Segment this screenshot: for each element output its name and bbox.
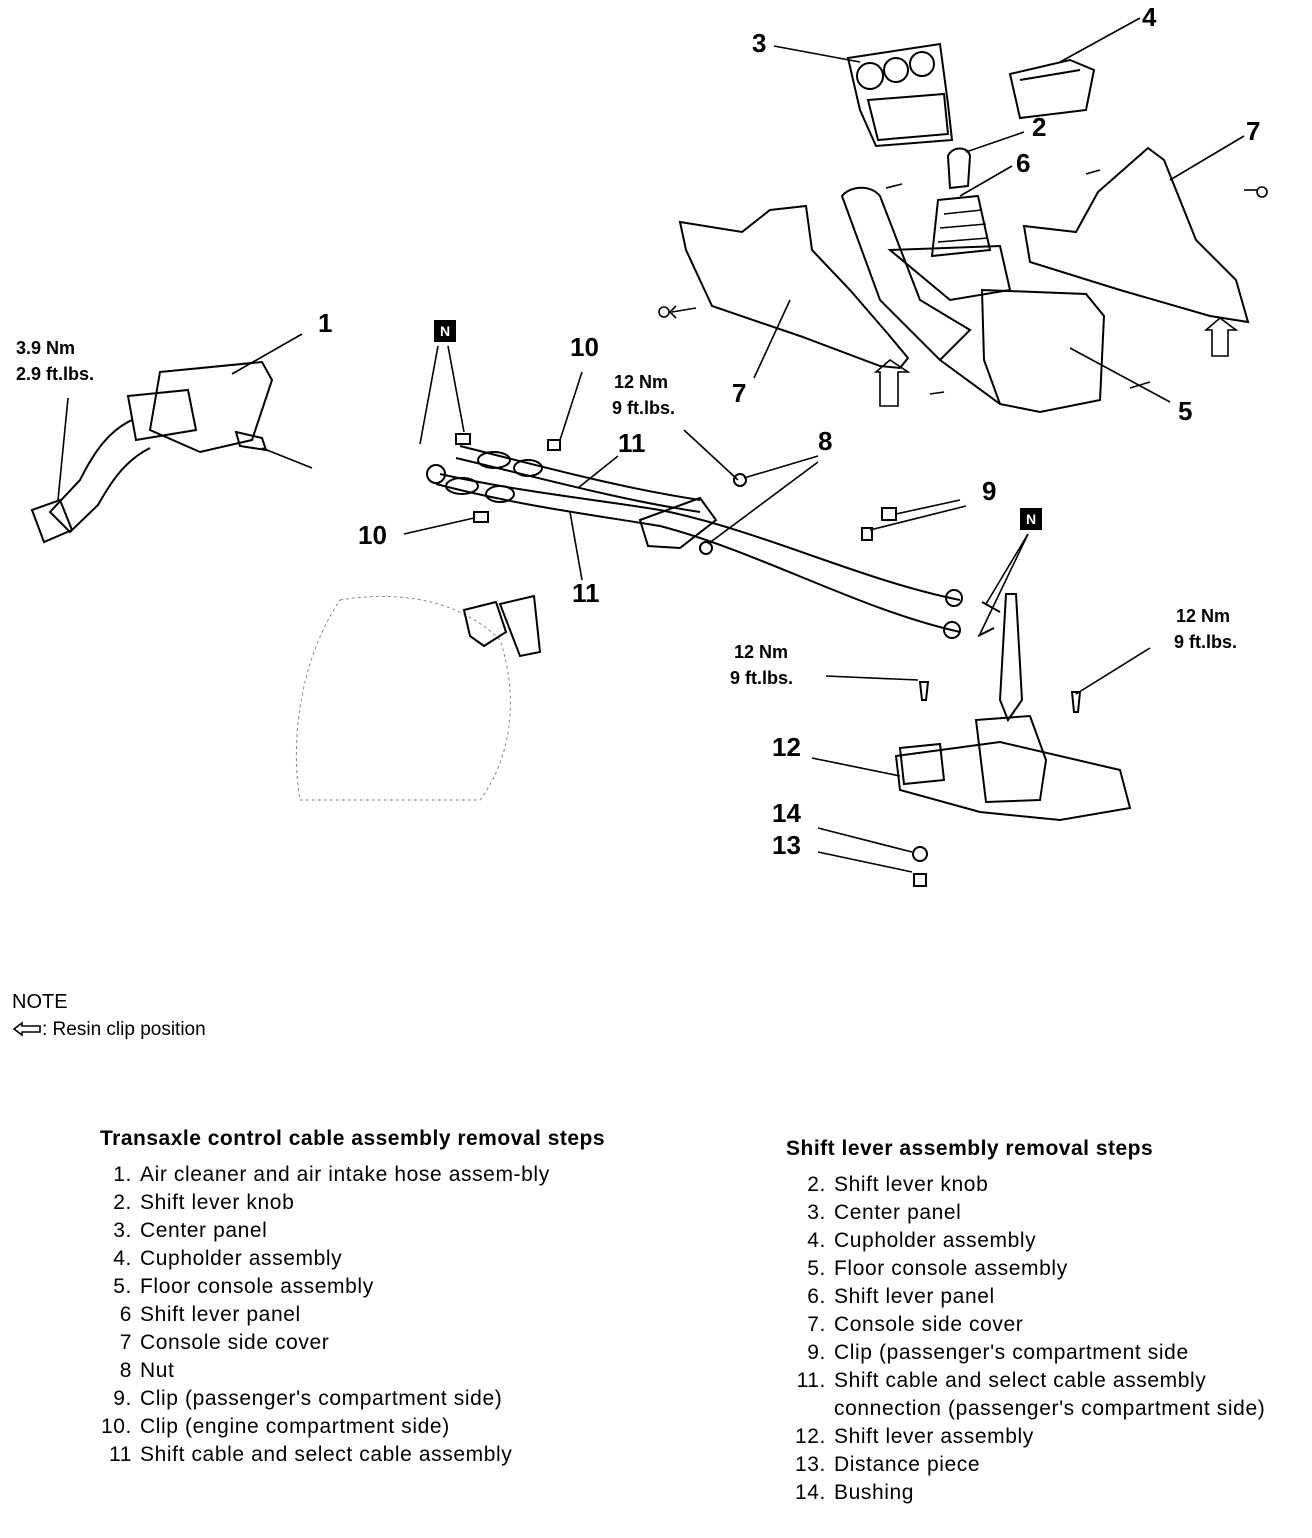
part-air-cleaner [30, 360, 313, 544]
list-item: 14.Bushing [795, 1481, 915, 1504]
list-item: 9.Clip (passenger's compartment side [807, 1341, 1189, 1364]
n-marker-lever: N [1020, 508, 1042, 530]
list-item: 3.Center panel [807, 1201, 962, 1224]
callout-11-bottom: 11 [572, 578, 600, 608]
callout-14: 14 [772, 798, 801, 828]
shift-lever-steps-list: 2.Shift lever knob 3.Center panel 4.Cuph… [786, 1171, 1306, 1507]
callout-7-right: 7 [1246, 116, 1260, 146]
part-center-panel [846, 42, 954, 148]
torque-air-cleaner-ftlbs: 2.9 ft.lbs. [16, 364, 94, 384]
resin-clip-arrows [658, 169, 1268, 395]
callout-11-top: 11 [618, 428, 646, 458]
callout-3: 3 [752, 28, 766, 58]
list-item: 6.Shift lever panel [807, 1285, 995, 1308]
callout-9: 9 [982, 476, 996, 506]
callout-12: 12 [772, 732, 801, 762]
transaxle-steps: Transaxle control cable assembly removal… [100, 1126, 660, 1469]
torque-lever-left-nm: 12 Nm [734, 642, 788, 662]
part-cupholder [1008, 58, 1096, 120]
list-item: 10.Clip (engine compartment side) [101, 1415, 450, 1438]
note-legend: : Resin clip position [12, 1016, 206, 1044]
torque-lever-right-ftlbs: 9 ft.lbs. [1174, 632, 1237, 652]
n-marker-cable: N [434, 320, 456, 342]
torque-nut-ftlbs: 9 ft.lbs. [612, 398, 675, 418]
callout-1: 1 [318, 308, 332, 338]
list-item: 4.Cupholder assembly [113, 1247, 343, 1270]
transaxle-steps-title: Transaxle control cable assembly removal… [100, 1127, 606, 1150]
list-item: 1.Air cleaner and air intake hose assem-… [113, 1163, 550, 1186]
torque-lever-left-ftlbs: 9 ft.lbs. [730, 668, 793, 688]
list-item: 12.Shift lever assembly [795, 1425, 1034, 1448]
callout-6: 6 [1016, 148, 1030, 178]
list-item: 5.Floor console assembly [807, 1257, 1068, 1280]
list-item: 3.Center panel [113, 1219, 268, 1242]
list-item: 2.Shift lever knob [807, 1173, 989, 1196]
list-item: 2.Shift lever knob [113, 1191, 295, 1214]
svg-text:N: N [1026, 511, 1036, 527]
resin-clip-arrow-icon [12, 1021, 41, 1037]
list-item: 13.Distance piece [795, 1453, 981, 1476]
callout-13: 13 [772, 830, 801, 860]
part-clips [455, 433, 1001, 637]
note: NOTE : Resin clip position [12, 988, 206, 1044]
transaxle-steps-list: 1.Air cleaner and air intake hose assem-… [100, 1161, 660, 1469]
note-title: NOTE [12, 991, 68, 1013]
leader-lines [231, 17, 1245, 873]
shift-lever-steps-title: Shift lever assembly removal steps [786, 1137, 1154, 1160]
part-side-cover-left [678, 204, 911, 407]
part-side-cover-right [1022, 146, 1250, 357]
callout-8: 8 [818, 426, 832, 456]
callout-2: 2 [1032, 112, 1046, 142]
callout-4: 4 [1142, 2, 1157, 32]
note-legend-text: : Resin clip position [42, 1019, 206, 1040]
part-shift-knob-panel [930, 147, 992, 258]
part-shift-lever-assembly [894, 593, 1132, 887]
part-cables [426, 445, 963, 639]
list-item: 9.Clip (passenger's compartment side) [113, 1387, 503, 1410]
torque-air-cleaner-nm: 3.9 Nm [16, 338, 75, 358]
list-item: 7.Console side cover [807, 1313, 1024, 1336]
callout-7-left: 7 [732, 378, 746, 408]
callout-10-top: 10 [570, 332, 599, 362]
list-item: 11.Shift cable and select cable assembly… [796, 1369, 1266, 1420]
torque-nut-nm: 12 Nm [614, 372, 668, 392]
shift-lever-steps: Shift lever assembly removal steps 2.Shi… [786, 1136, 1306, 1507]
torque-labels: 3.9 Nm 2.9 ft.lbs. 12 Nm 9 ft.lbs. 12 Nm… [16, 338, 1237, 688]
torque-lever-right-nm: 12 Nm [1176, 606, 1230, 626]
part-transaxle [295, 594, 542, 801]
svg-text:N: N [440, 323, 450, 339]
part-floor-console [840, 186, 1106, 414]
callout-10-left: 10 [358, 520, 387, 550]
list-item: 4.Cupholder assembly [807, 1229, 1037, 1252]
callout-5: 5 [1178, 396, 1192, 426]
callout-labels: 1 2 3 4 5 6 7 7 8 9 10 10 11 11 12 13 14 [318, 2, 1260, 860]
list-item: 5.Floor console assembly [113, 1275, 374, 1298]
exploded-diagram: 1 2 3 4 5 6 7 7 8 9 10 10 11 11 12 13 14… [16, 2, 1268, 887]
